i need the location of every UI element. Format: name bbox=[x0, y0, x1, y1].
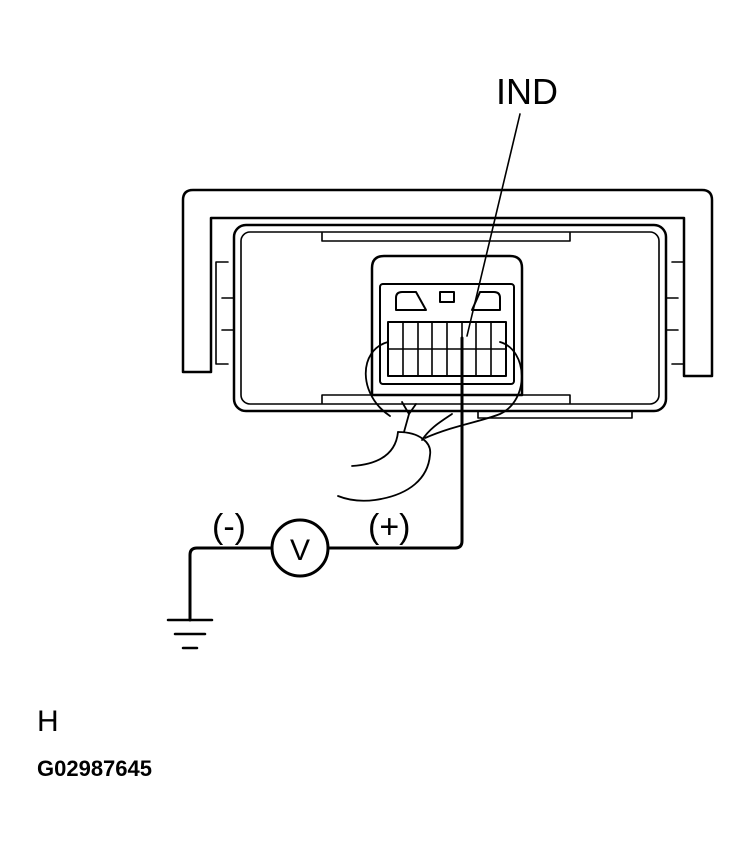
ground-symbol bbox=[166, 618, 214, 650]
probe-wire-negative bbox=[188, 546, 274, 622]
voltmeter-symbol: V bbox=[290, 534, 310, 567]
wire-harness bbox=[337, 341, 523, 502]
view-label: H bbox=[37, 705, 59, 738]
figure-id: G02987645 bbox=[37, 756, 152, 781]
negative-terminal-label: (-) bbox=[212, 508, 246, 546]
pin-label-ind: IND bbox=[496, 71, 558, 112]
probe-wire-positive bbox=[326, 336, 464, 550]
positive-terminal-label: (+) bbox=[368, 508, 411, 546]
housing-bracket bbox=[181, 188, 714, 378]
connector bbox=[370, 254, 524, 397]
voltmeter bbox=[270, 518, 330, 578]
ind-leader-line bbox=[466, 113, 521, 337]
